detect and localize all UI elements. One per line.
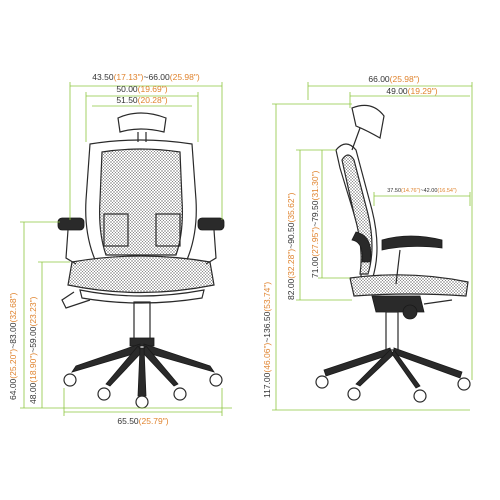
side-headrest-post xyxy=(351,127,361,151)
cylinder-cover xyxy=(129,337,155,347)
lumbar-range-main: 71.00 xyxy=(310,256,320,278)
back-height-main2: 90.50 xyxy=(286,222,296,244)
back-height-alt: (32.28") xyxy=(286,249,296,279)
svg-text:51.50(20.28"): 51.50(20.28") xyxy=(116,95,167,105)
overall-height-alt2: (53.74") xyxy=(262,282,272,312)
dim-armrest-height: 64.00(25.20")~83.00(32.68") xyxy=(8,221,232,409)
overall-height-main: 117.00 xyxy=(262,372,272,398)
lumbar-range-alt2: (31.30") xyxy=(310,170,320,200)
seat-height-alt: (18.90") xyxy=(28,353,38,383)
upper-depth-alt: (19.29") xyxy=(408,86,438,96)
seat-depth-alt2: (16.54") xyxy=(437,188,457,194)
dim-seat-height: 48.00(18.90")~59.00(23.23") xyxy=(28,261,70,408)
svg-text:50.00(19.69"): 50.00(19.69") xyxy=(116,84,167,94)
seat-height-sep: ~ xyxy=(28,348,38,353)
lumbar-range-sep: ~ xyxy=(310,222,320,227)
front-base xyxy=(71,343,215,397)
seat-depth-sep: ~ xyxy=(420,188,423,194)
base-width-alt: (25.79") xyxy=(139,416,169,426)
dim-seat-width: 51.50(20.28") xyxy=(92,95,192,107)
backrest-frame xyxy=(85,139,197,263)
side-view-chair xyxy=(315,104,471,403)
back-height-alt2: (35.62") xyxy=(286,192,296,222)
tilt-lever xyxy=(61,291,91,309)
side-seat xyxy=(349,274,469,297)
side-armrest-pad xyxy=(381,235,443,251)
headrest-adj-sep: ~ xyxy=(144,72,149,82)
overall-depth-alt: (25.98") xyxy=(390,74,420,84)
lumbar-range-main2: 79.50 xyxy=(310,200,320,222)
svg-text:117.00(46.06")~136.50(53.74"): 117.00(46.06")~136.50(53.74") xyxy=(262,282,272,398)
base-width-main: 65.50 xyxy=(117,416,139,426)
armrest-height-alt: (25.20") xyxy=(8,349,18,379)
side-lever xyxy=(423,299,453,305)
svg-text:48.00(18.90")~59.00(23.23"): 48.00(18.90")~59.00(23.23") xyxy=(28,296,38,404)
svg-text:65.50(25.79"): 65.50(25.79") xyxy=(117,416,168,426)
seat-depth-main2: 42.00 xyxy=(424,188,438,194)
seat-depth-alt: (14.76") xyxy=(401,188,421,194)
dim-lumbar-range: 71.00(27.95")~79.50(31.30") xyxy=(310,150,350,279)
headrest-adj-main2: 66.00 xyxy=(148,72,170,82)
svg-text:37.50(14.76")~42.00(16.54"): 37.50(14.76")~42.00(16.54") xyxy=(387,188,457,194)
armrest-height-main2: 83.00 xyxy=(8,322,18,344)
seat-depth-main: 37.50 xyxy=(387,188,401,194)
backrest-mesh xyxy=(99,148,183,256)
seat-width-alt: (20.28") xyxy=(138,95,168,105)
left-armrest-pad xyxy=(57,217,85,231)
side-base xyxy=(323,347,463,389)
side-headrest xyxy=(351,104,385,139)
seat-underside xyxy=(79,289,205,304)
side-gas-cylinder xyxy=(385,311,399,351)
right-armrest-post xyxy=(205,229,217,265)
right-armrest-pad xyxy=(197,217,225,231)
headrest-adj-alt: (17.13") xyxy=(114,72,144,82)
dim-overall-height: 117.00(46.06")~136.50(53.74") xyxy=(262,103,470,411)
headrest-adj-alt2: (25.98") xyxy=(170,72,200,82)
left-armrest-post xyxy=(65,229,77,265)
armrest-height-main: 64.00 xyxy=(8,378,18,400)
armrest-height-sep: ~ xyxy=(8,344,18,349)
svg-text:82.00(32.28")~90.50(35.62"): 82.00(32.28")~90.50(35.62") xyxy=(286,192,296,300)
front-casters xyxy=(63,373,223,409)
seat-width-main: 51.50 xyxy=(116,95,138,105)
seat-height-main: 48.00 xyxy=(28,382,38,404)
dim-back-height: 82.00(32.28")~90.50(35.62") xyxy=(286,149,352,301)
headrest xyxy=(117,112,167,133)
back-width-alt: (19.69") xyxy=(138,84,168,94)
side-casters xyxy=(315,375,471,403)
headrest-adj-main: 43.50 xyxy=(92,72,114,82)
dim-base-width: 65.50(25.79") xyxy=(63,388,223,426)
svg-text:43.50(17.13")~66.00(25.98"): 43.50(17.13")~66.00(25.98") xyxy=(92,72,200,82)
armrest-height-alt2: (32.68") xyxy=(8,292,18,322)
dim-headrest-adjustment: 43.50(17.13")~66.00(25.98") xyxy=(69,72,223,220)
side-lumbar xyxy=(351,231,372,263)
lumbar-panel-left xyxy=(103,213,129,247)
dim-back-width: 50.00(19.69") xyxy=(85,84,199,142)
dim-upper-depth: 49.00(19.29") xyxy=(349,86,470,108)
svg-text:64.00(25.20")~83.00(32.68"): 64.00(25.20")~83.00(32.68") xyxy=(8,292,18,400)
lumbar-panel-right xyxy=(155,213,181,247)
back-height-main: 82.00 xyxy=(286,278,296,300)
overall-depth-main: 66.00 xyxy=(368,74,390,84)
seat-height-alt2: (23.23") xyxy=(28,296,38,326)
overall-height-sep: ~ xyxy=(262,338,272,343)
svg-text:71.00(27.95")~79.50(31.30"): 71.00(27.95")~79.50(31.30") xyxy=(310,170,320,278)
svg-text:49.00(19.29"): 49.00(19.29") xyxy=(386,86,437,96)
side-armrest-post xyxy=(395,249,401,285)
front-view-chair xyxy=(57,112,225,409)
back-height-sep: ~ xyxy=(286,244,296,249)
dim-overall-depth: 66.00(25.98") xyxy=(307,74,473,380)
seat-height-main2: 59.00 xyxy=(28,326,38,348)
back-width-main: 50.00 xyxy=(116,84,138,94)
svg-text:66.00(25.98"): 66.00(25.98") xyxy=(368,74,419,84)
upper-depth-main: 49.00 xyxy=(386,86,408,96)
front-seat xyxy=(67,255,215,294)
dim-seat-depth: 37.50(14.76")~42.00(16.54") xyxy=(373,188,471,206)
lumbar-range-alt: (27.95") xyxy=(310,227,320,257)
tension-knob xyxy=(402,304,418,320)
overall-height-main2: 136.50 xyxy=(262,311,272,337)
overall-height-alt: (46.06") xyxy=(262,343,272,373)
